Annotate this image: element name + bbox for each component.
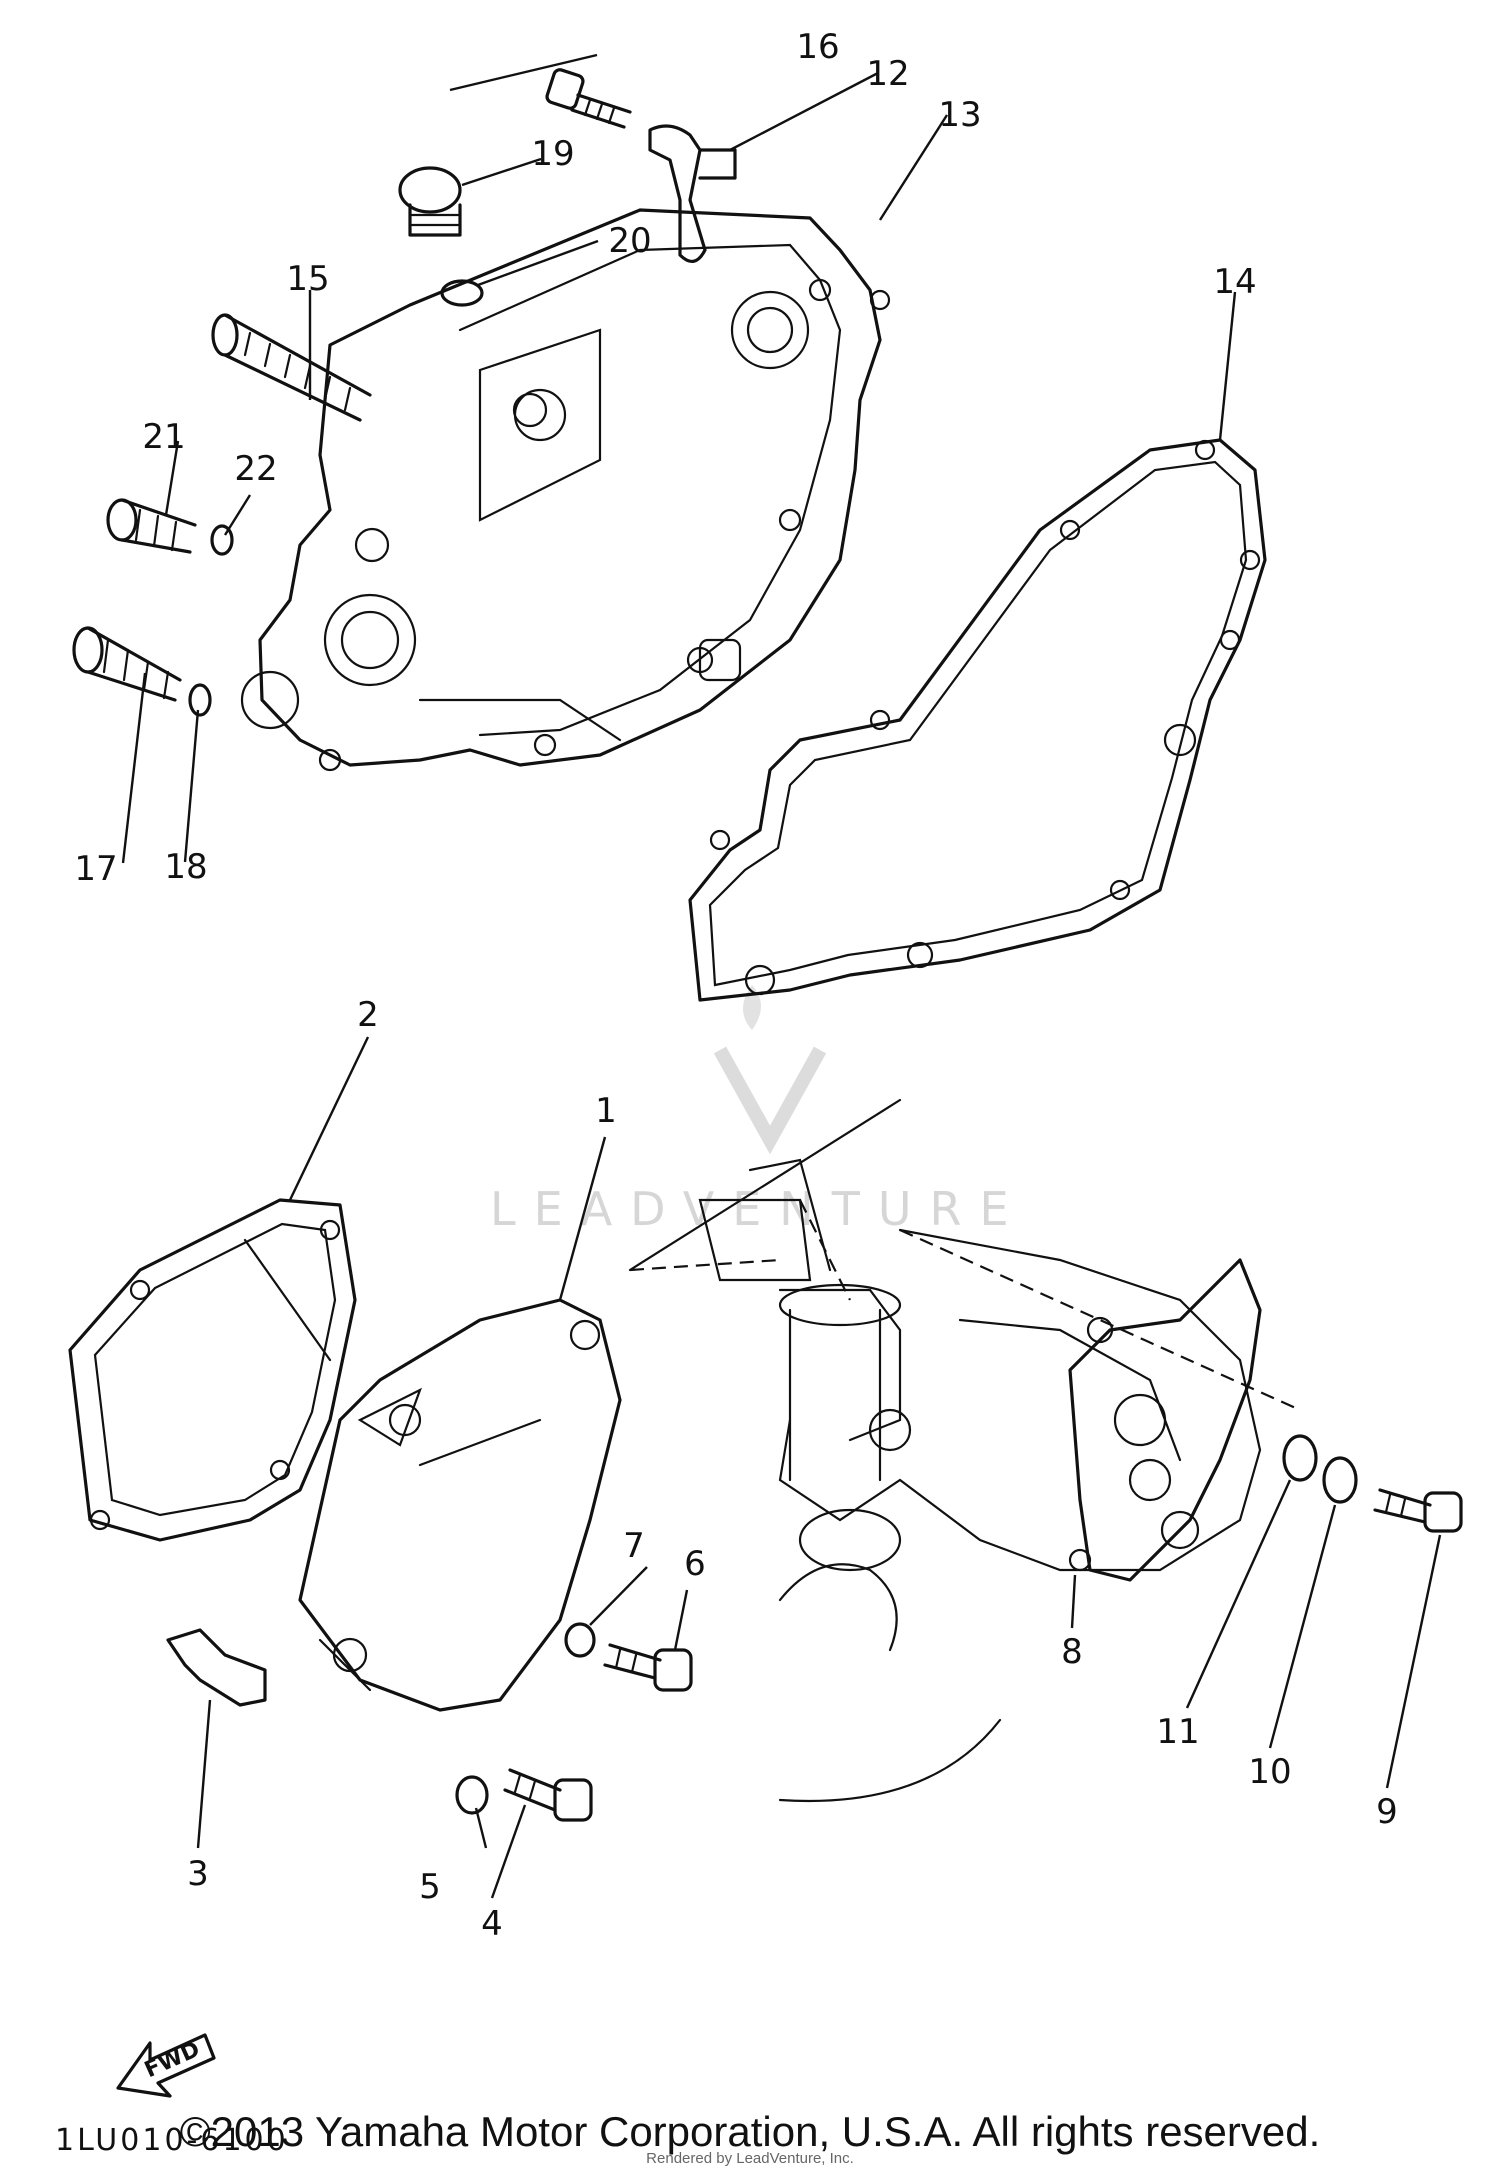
- fwd-arrow: FWD: [116, 2033, 216, 2098]
- washer-22: [210, 524, 234, 556]
- bolt-17: [72, 626, 182, 702]
- gasket-14: [688, 438, 1267, 1002]
- callout-11: 11: [1156, 1712, 1199, 1752]
- cover-1: [298, 1298, 622, 1712]
- washer-5: [455, 1775, 489, 1815]
- callout-labels: 1 2 3 4 5 6 7 8 9 10 11 12 13 14 15 16 1…: [74, 27, 1397, 1944]
- callout-1: 1: [595, 1091, 617, 1131]
- callout-12: 12: [866, 54, 909, 94]
- bolt-9: [1373, 1488, 1463, 1533]
- bolt-4: [503, 1768, 593, 1822]
- callout-4: 4: [481, 1904, 503, 1944]
- washer-18: [188, 683, 212, 717]
- callout-21: 21: [142, 417, 185, 457]
- callout-6: 6: [684, 1544, 706, 1584]
- callout-9: 9: [1376, 1792, 1398, 1832]
- o-ring-20: [440, 279, 484, 307]
- callout-13: 13: [938, 95, 981, 135]
- bolt-21: [106, 498, 197, 554]
- callout-14: 14: [1213, 262, 1256, 302]
- crankcase-cover-13: [240, 208, 891, 772]
- callout-7: 7: [623, 1526, 645, 1566]
- callout-19: 19: [531, 134, 574, 174]
- bolt-16: [545, 68, 632, 129]
- callout-3: 3: [187, 1854, 209, 1894]
- watermark-text: LEADVENTURE: [490, 1182, 1027, 1236]
- callout-18: 18: [164, 847, 207, 887]
- rendered-by-credit: Rendered by LeadVenture, Inc.: [646, 2150, 854, 2167]
- clamp-3: [166, 1628, 267, 1707]
- washer-11: [1282, 1434, 1318, 1482]
- callout-15: 15: [286, 259, 329, 299]
- pump-cover-8: [1068, 1258, 1262, 1582]
- callout-17: 17: [74, 849, 117, 889]
- watermark: LEADVENTURE: [490, 985, 1027, 1236]
- callout-16: 16: [796, 27, 839, 67]
- bolt-6: [603, 1643, 693, 1692]
- plug-19: [398, 166, 462, 237]
- copyright-notice: ©2013 Yamaha Motor Corporation, U.S.A. A…: [179, 2108, 1321, 2155]
- washer-7: [564, 1622, 596, 1658]
- callout-10: 10: [1248, 1752, 1291, 1792]
- callout-5: 5: [419, 1867, 441, 1907]
- leader-lines: [121, 53, 1442, 1899]
- callout-2: 2: [357, 995, 379, 1035]
- clamp-12: [648, 124, 737, 263]
- callout-20: 20: [608, 221, 651, 261]
- washer-10: [1322, 1456, 1358, 1504]
- callout-22: 22: [234, 449, 277, 489]
- callout-8: 8: [1061, 1632, 1083, 1672]
- diagram-code: 1LU010-6100: [55, 2123, 289, 2158]
- engine-housing: [628, 1098, 1301, 1803]
- bolt-15: [211, 313, 372, 422]
- gasket-2: [68, 1198, 357, 1542]
